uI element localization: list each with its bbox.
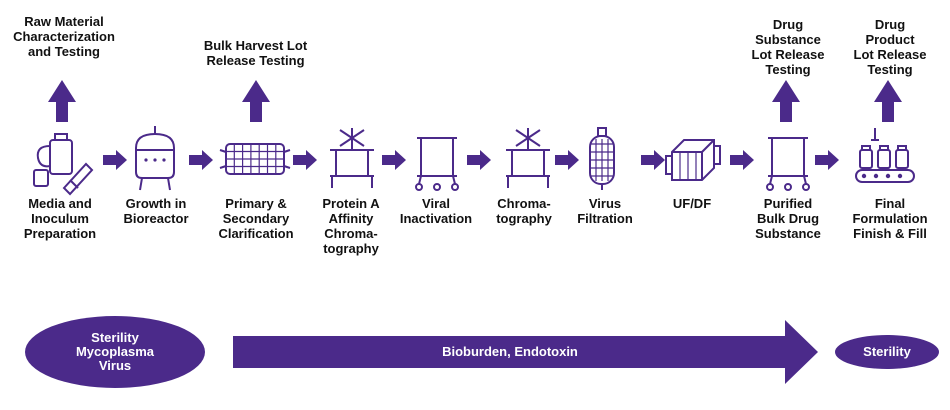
inactivation-tank-icon: [415, 137, 459, 191]
final-tests-text: Sterility: [863, 344, 911, 359]
virus-filter-icon: [589, 127, 615, 190]
fill-line-icon: [855, 128, 915, 183]
early-tests-text: Sterility Mycoplasma Virus: [75, 330, 155, 373]
step-label-chromatography: Chroma- tography: [496, 196, 552, 226]
process-tests-arrow: [233, 320, 818, 384]
right-arrow-icon: [555, 150, 579, 170]
right-arrow-icon: [189, 150, 213, 170]
media-inoculum-icon: [33, 133, 94, 196]
up-arrow-icon: [772, 80, 800, 122]
step-label-viral-inactivation: Viral Inactivation: [399, 196, 473, 226]
step-label-virus-filtration: Virus Filtration: [577, 196, 633, 226]
step-label-final-formulation: Final Formulation Finish & Fill: [852, 196, 928, 241]
up-arrow-icon: [874, 80, 902, 122]
right-arrow-icon: [382, 150, 406, 170]
release-test-label-drug-product: Drug Product Lot Release Testing: [853, 17, 927, 77]
release-test-label-bulk-harvest: Bulk Harvest Lot Release Testing: [203, 38, 308, 68]
bulk-tank-icon: [766, 137, 810, 191]
step-label-media-inoculum: Media and Inoculum Preparation: [23, 196, 97, 241]
step-label-ufdf: UF/DF: [672, 196, 712, 211]
process-tests-text: Bioburden, Endotoxin: [442, 344, 578, 359]
step-label-clarification: Primary & Secondary Clarification: [218, 196, 294, 241]
release-test-label-drug-substance: Drug Substance Lot Release Testing: [751, 17, 825, 77]
bioreactor-icon: [135, 126, 175, 191]
right-arrow-icon: [467, 150, 491, 170]
up-arrow-icon: [242, 80, 270, 122]
arrows-layer: [48, 80, 902, 170]
right-arrow-icon: [815, 150, 839, 170]
chromatography-column-icon: [506, 128, 550, 188]
right-arrow-icon: [293, 150, 317, 170]
step-label-bioreactor: Growth in Bioreactor: [123, 196, 189, 226]
right-arrow-icon: [103, 150, 127, 170]
step-label-protein-a: Protein A Affinity Chroma- tography: [322, 196, 380, 256]
right-arrow-icon: [641, 150, 665, 170]
step-label-purified-bulk: Purified Bulk Drug Substance: [755, 196, 821, 241]
up-arrow-icon: [48, 80, 76, 122]
right-arrow-icon: [730, 150, 754, 170]
ufdf-cassette-icon: [665, 139, 721, 181]
final-tests-oval: [835, 335, 939, 369]
chromatography-column-icon: [330, 128, 374, 188]
clarification-filter-icon: [219, 143, 291, 175]
icons-layer: [33, 126, 915, 196]
release-test-label-raw-material: Raw Material Characterization and Testin…: [13, 14, 115, 59]
early-tests-oval: [25, 316, 205, 388]
